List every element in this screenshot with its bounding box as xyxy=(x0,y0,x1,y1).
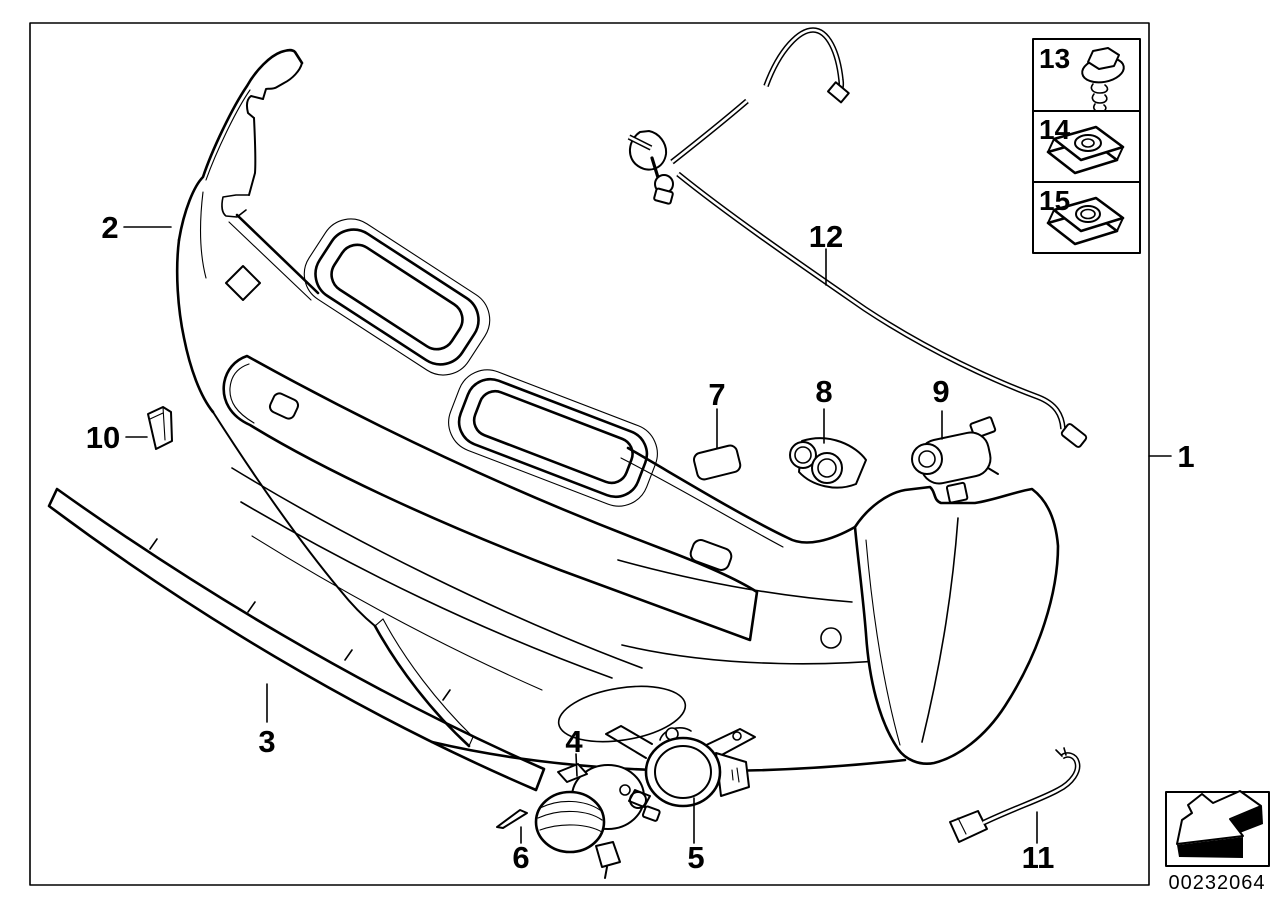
callout-4-label: 4 xyxy=(565,724,583,759)
kidney-grille-left xyxy=(303,218,491,376)
callout-4-leader xyxy=(575,753,578,777)
direction-arrow-icon xyxy=(1176,790,1263,858)
clip-nut-icon xyxy=(1046,125,1125,175)
trim-sliver-drawing xyxy=(496,809,528,829)
wiring-harness-drawing xyxy=(949,747,1081,843)
callout-leader-lines xyxy=(123,226,1172,844)
callout-11-label: 11 xyxy=(1022,840,1055,875)
cover-cap-10-drawing xyxy=(147,406,173,450)
direction-arrow-box xyxy=(1165,790,1270,867)
callout-labels: 1 2 3 4 5 6 7 8 9 10 11 12 13 14 15 xyxy=(86,43,1195,875)
callout-10-label: 10 xyxy=(86,420,120,455)
callout-13-label: 13 xyxy=(1039,43,1070,74)
fastener-box-13 xyxy=(1032,38,1141,131)
callout-6-label: 6 xyxy=(512,840,529,875)
pdc-sensor-hole xyxy=(820,627,842,649)
callout-5-label: 5 xyxy=(687,840,704,875)
fastener-box-14 xyxy=(1032,110,1141,183)
cover-cap-drawing xyxy=(692,444,742,481)
fog-lamp-bracket-drawing xyxy=(605,725,756,808)
screw-icon xyxy=(1081,47,1125,131)
callout-7-label: 7 xyxy=(708,377,725,412)
callout-1-label: 1 xyxy=(1177,439,1194,474)
callout-12-label: 12 xyxy=(809,219,843,254)
bumper-cover-drawing xyxy=(175,48,1060,773)
callout-8-label: 8 xyxy=(815,374,832,409)
washer-hose-drawing xyxy=(627,27,1088,448)
mesh-grille-strip-drawing xyxy=(47,487,546,792)
fog-lamp-recess xyxy=(557,685,687,743)
washer-pump-drawing xyxy=(911,416,999,504)
kidney-grille-right xyxy=(448,369,658,507)
clip-nut-icon xyxy=(1046,196,1125,246)
fastener-box-15 xyxy=(1032,181,1141,254)
callout-15-label: 15 xyxy=(1039,185,1070,216)
callout-9-label: 9 xyxy=(932,374,949,409)
callout-14-label: 14 xyxy=(1039,114,1071,145)
fog-lamp-drawing xyxy=(534,763,661,879)
washer-nozzle-drawing xyxy=(789,437,867,489)
callout-3-label: 3 xyxy=(258,724,275,759)
callout-2-label: 2 xyxy=(101,210,118,245)
drawing-number: 00232064 xyxy=(1169,872,1266,894)
